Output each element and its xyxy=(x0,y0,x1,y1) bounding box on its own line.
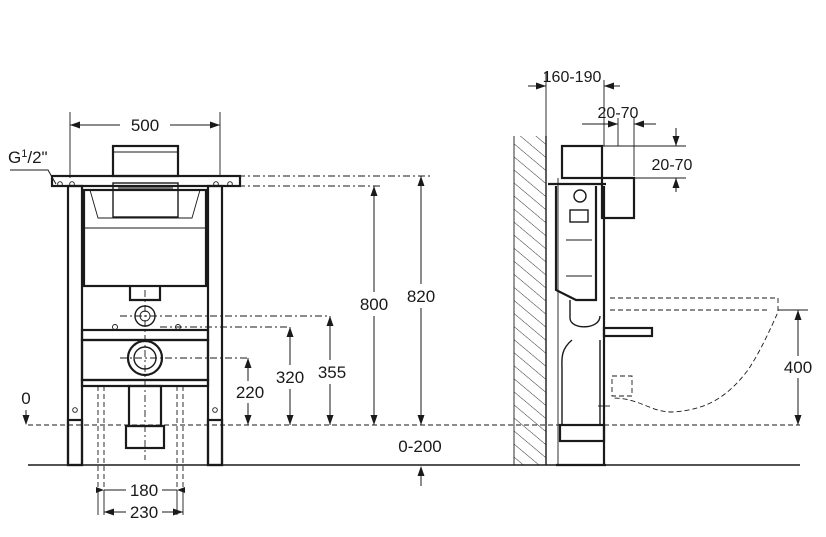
cistern xyxy=(82,188,208,288)
flush-actuator-box xyxy=(111,144,180,178)
dimension-180: 180 xyxy=(130,481,158,500)
dimension-320: 320 xyxy=(276,368,304,387)
top-crossbar xyxy=(50,174,242,188)
dimension-220: 220 xyxy=(236,383,264,402)
wall-hatching xyxy=(514,136,546,465)
dimension-355: 355 xyxy=(318,363,346,382)
right-leg xyxy=(206,184,224,467)
height-dimensions: 800 820 355 320 220 0-200 xyxy=(228,176,442,486)
thread-label: G1/2" xyxy=(8,148,48,167)
dimension-zero: 0 xyxy=(21,389,30,408)
dimension-160-190: 160-190 xyxy=(543,69,602,86)
dimension-400: 400 xyxy=(784,358,812,377)
left-leg xyxy=(66,184,84,467)
dimension-820: 820 xyxy=(407,287,435,306)
support-bracket xyxy=(602,326,654,338)
side-view: 400 160-190 20-70 20-70 xyxy=(513,69,820,467)
dimension-0-200: 0-200 xyxy=(398,437,441,456)
dimension-800: 800 xyxy=(360,295,388,314)
front-view: G1/2" 500 0 180 230 xyxy=(8,112,430,522)
dimension-230: 230 xyxy=(130,503,158,522)
toilet-pan-outline xyxy=(610,297,779,413)
dimension-500: 500 xyxy=(131,116,159,135)
dimension-20-70-horizontal: 20-70 xyxy=(598,105,639,122)
side-cistern xyxy=(554,186,598,302)
side-actuator-box xyxy=(560,144,604,180)
dimension-20-70-vertical: 20-70 xyxy=(652,157,693,174)
